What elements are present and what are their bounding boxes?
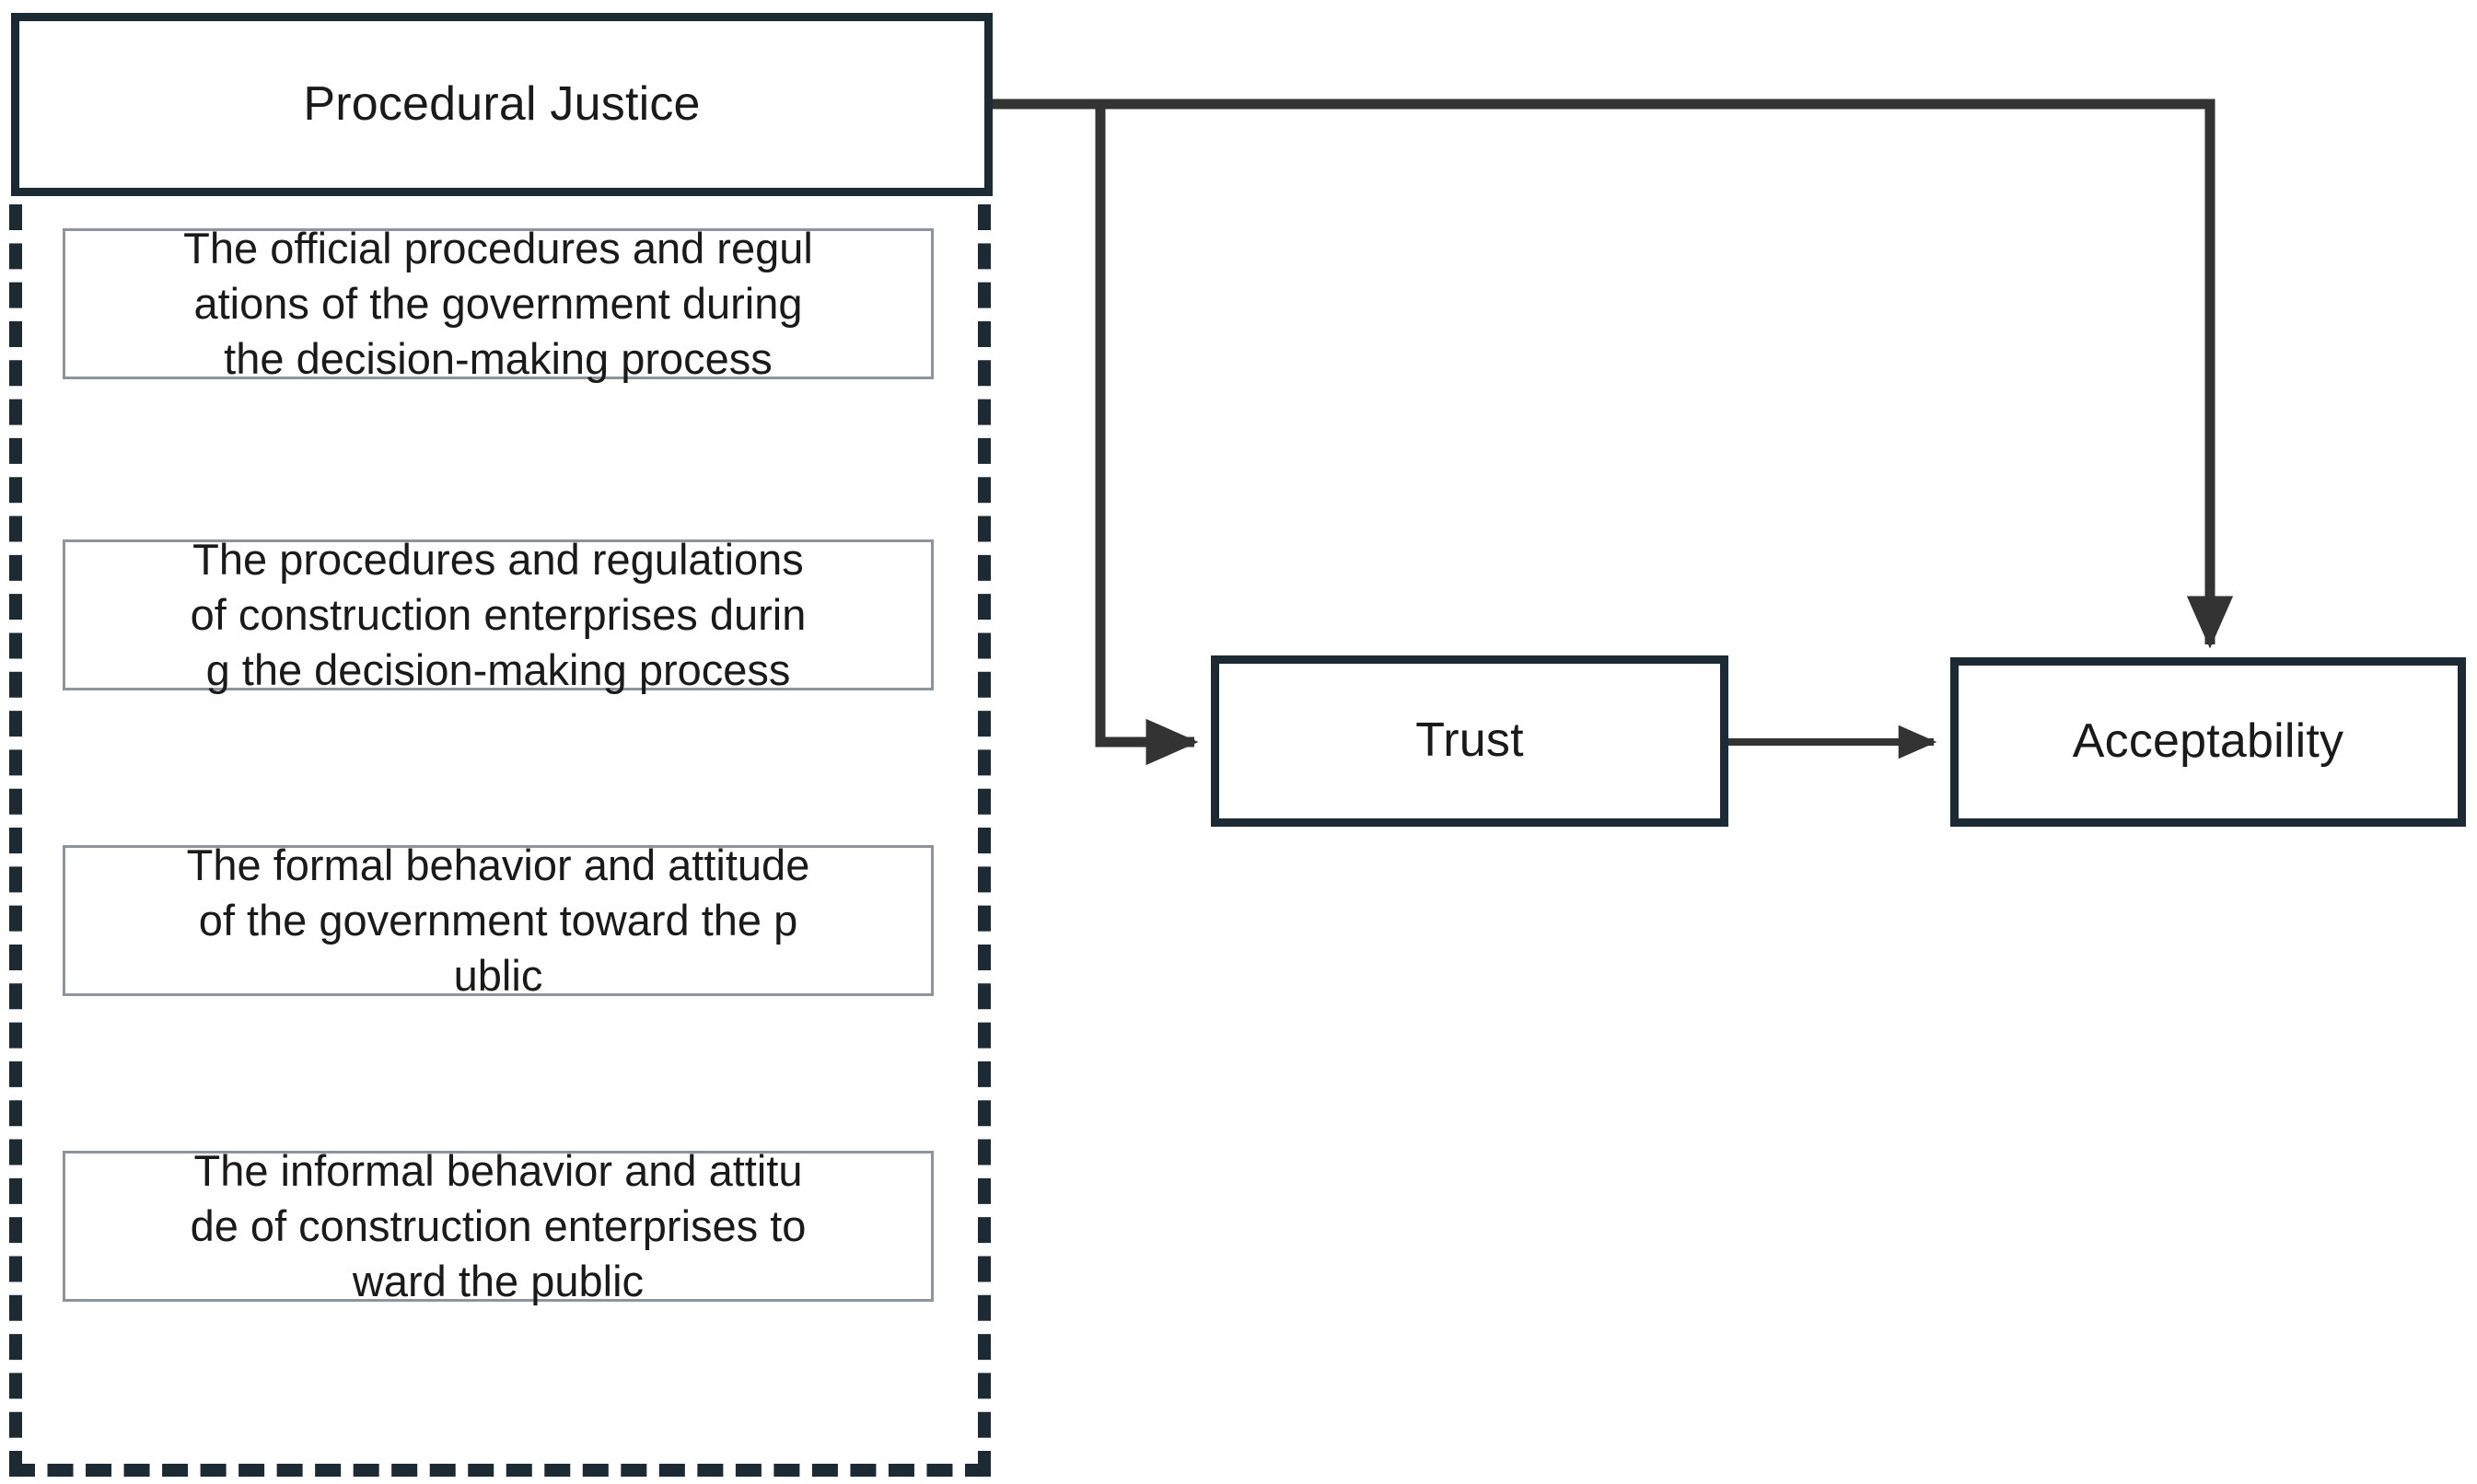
node-procedural-justice[interactable]: Procedural Justice (11, 13, 993, 196)
dimension-box-1-text: The official procedures and regul ations… (183, 223, 813, 384)
dimension-box-2[interactable]: The procedures and regulations of constr… (63, 535, 934, 694)
dimension-box-3[interactable]: The formal behavior and attitude of the … (63, 841, 934, 1000)
node-acceptability-label: Acceptability (2072, 714, 2344, 769)
node-acceptability[interactable]: Acceptability (1950, 657, 2466, 827)
dimension-box-3-text: The formal behavior and attitude of the … (186, 840, 810, 1001)
node-trust[interactable]: Trust (1211, 655, 1728, 827)
connector-procedural-justice-to-acceptability (993, 99, 2234, 649)
dimension-box-2-text: The procedures and regulations of constr… (190, 534, 807, 695)
node-trust-label: Trust (1415, 713, 1524, 768)
dimension-box-4[interactable]: The informal behavior and attitu de of c… (63, 1146, 934, 1305)
dimension-box-1[interactable]: The official procedures and regul ations… (63, 224, 934, 383)
connector-procedural-justice-to-trust (1095, 104, 1199, 766)
dimension-box-4-text: The informal behavior and attitu de of c… (190, 1145, 807, 1306)
node-procedural-justice-label: Procedural Justice (303, 76, 701, 131)
procedural-justice-dimension-group (9, 204, 991, 1477)
